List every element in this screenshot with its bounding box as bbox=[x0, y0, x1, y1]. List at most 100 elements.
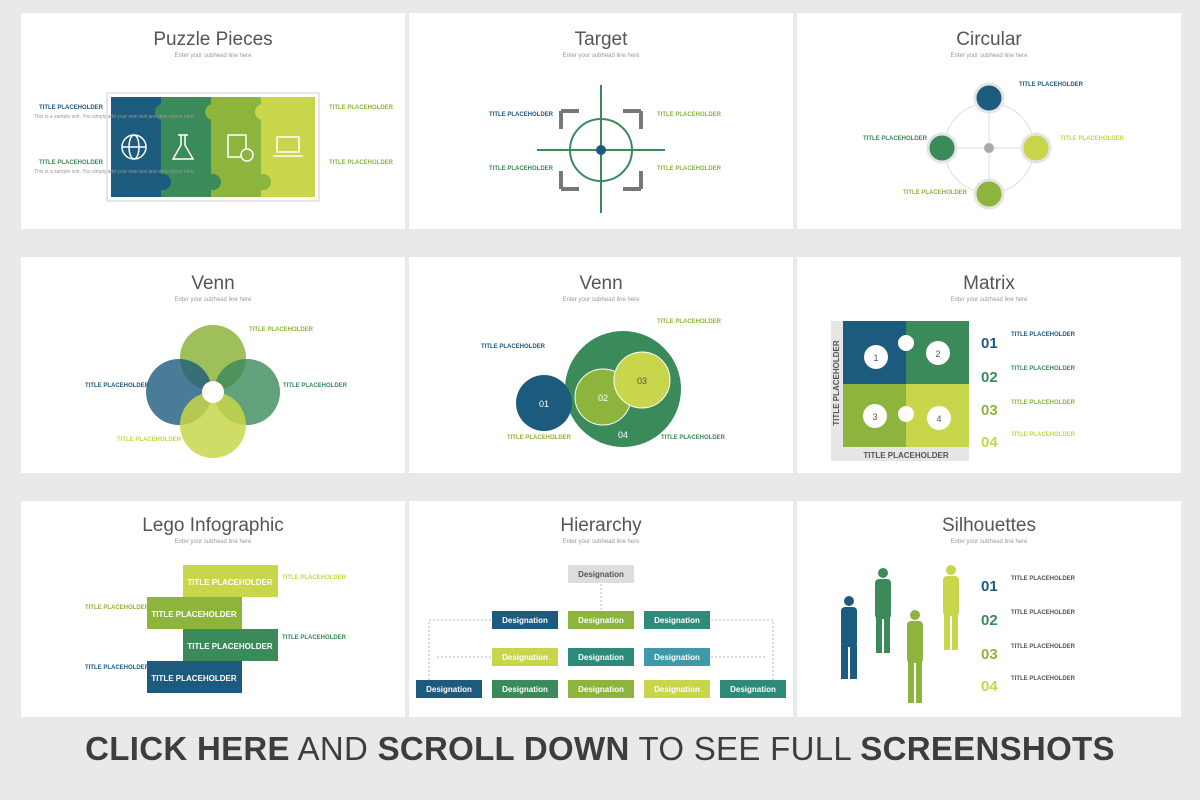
person-silhouette-icon bbox=[875, 568, 891, 653]
title-placeholder: TITLE PLACEHOLDER bbox=[329, 160, 394, 166]
title-placeholder: TITLE PLACEHOLDER bbox=[903, 190, 968, 196]
title-placeholder: TITLE PLACEHOLDER bbox=[863, 136, 928, 142]
title-placeholder: TITLE PLACEHOLDER bbox=[1011, 644, 1076, 650]
title-placeholder: TITLE PLACEHOLDER bbox=[507, 435, 572, 441]
lego-label: TITLE PLACEHOLDER bbox=[151, 610, 237, 619]
slide-target[interactable]: Target Enter your subhead line here TITL… bbox=[409, 13, 793, 229]
svg-text:Designation: Designation bbox=[730, 685, 776, 694]
slide-subhead: Enter your subhead line here bbox=[174, 297, 252, 303]
svg-text:Designation: Designation bbox=[578, 616, 624, 625]
venn-label: 01 bbox=[539, 399, 549, 409]
slide-title: Venn bbox=[191, 273, 234, 294]
designation-label: Designation bbox=[578, 570, 624, 579]
svg-text:Designation: Designation bbox=[654, 685, 700, 694]
svg-text:Designation: Designation bbox=[502, 653, 548, 662]
matrix-number: 02 bbox=[981, 369, 998, 386]
title-placeholder: TITLE PLACEHOLDER bbox=[657, 319, 722, 325]
title-placeholder: TITLE PLACEHOLDER bbox=[85, 665, 150, 671]
slide-venn-2[interactable]: Venn Enter your subhead line here 01 02 … bbox=[409, 257, 793, 473]
slide-subhead: Enter your subhead line here bbox=[174, 539, 252, 545]
cta-banner[interactable]: CLICK HERE AND SCROLL DOWN TO SEE FULL S… bbox=[0, 730, 1200, 768]
title-placeholder: TITLE PLACEHOLDER bbox=[1011, 366, 1076, 372]
slide-title: Matrix bbox=[963, 273, 1015, 294]
matrix-number: 04 bbox=[981, 434, 998, 451]
title-placeholder: TITLE PLACEHOLDER bbox=[661, 435, 726, 441]
body-text: This is a sample text. You simply add yo… bbox=[34, 169, 195, 175]
title-placeholder: TITLE PLACEHOLDER bbox=[282, 575, 347, 581]
slide-silhouettes[interactable]: Silhouettes Enter your subhead line here… bbox=[797, 501, 1181, 717]
person-silhouette-icon bbox=[907, 610, 923, 703]
slide-subhead: Enter your subhead line here bbox=[562, 297, 640, 303]
gears-icon bbox=[926, 132, 958, 164]
title-placeholder: TITLE PLACEHOLDER bbox=[117, 437, 182, 443]
book-check-icon bbox=[227, 134, 254, 162]
matrix-cell: 1 bbox=[873, 353, 878, 363]
lego-label: TITLE PLACEHOLDER bbox=[187, 642, 273, 651]
title-placeholder: TITLE PLACEHOLDER bbox=[1060, 136, 1125, 142]
title-placeholder: TITLE PLACEHOLDER bbox=[39, 105, 104, 111]
slide-hierarchy[interactable]: Hierarchy Enter your subhead line here D… bbox=[409, 501, 793, 717]
title-placeholder: TITLE PLACEHOLDER bbox=[39, 160, 104, 166]
cta-click-here[interactable]: CLICK HERE bbox=[85, 730, 290, 767]
title-placeholder: TITLE PLACEHOLDER bbox=[489, 112, 554, 118]
title-placeholder: TITLE PLACEHOLDER bbox=[85, 605, 150, 611]
person-silhouette-icon bbox=[943, 565, 959, 650]
body-text: This is a sample text. You simply add yo… bbox=[34, 114, 195, 120]
title-placeholder: TITLE PLACEHOLDER bbox=[283, 383, 348, 389]
title-placeholder: TITLE PLACEHOLDER bbox=[657, 112, 722, 118]
cta-screenshots: SCREENSHOTS bbox=[860, 730, 1115, 767]
svg-text:Designation: Designation bbox=[502, 616, 548, 625]
slide-title: Silhouettes bbox=[942, 515, 1036, 536]
matrix-cell: 4 bbox=[936, 414, 941, 424]
lego-label: TITLE PLACEHOLDER bbox=[187, 578, 273, 587]
venn-label: 04 bbox=[618, 430, 628, 440]
svg-text:Designation: Designation bbox=[578, 685, 624, 694]
slide-lego[interactable]: Lego Infographic Enter your subhead line… bbox=[21, 501, 405, 717]
slide-title: Hierarchy bbox=[560, 515, 642, 536]
svg-text:Designation: Designation bbox=[502, 685, 548, 694]
slide-puzzle-pieces[interactable]: Puzzle Pieces Enter your subhead line he… bbox=[21, 13, 405, 229]
slide-circular[interactable]: Circular Enter your subhead line here TI… bbox=[797, 13, 1181, 229]
silhouette-number: 04 bbox=[981, 678, 998, 695]
slide-matrix[interactable]: Matrix Enter your subhead line here 1 2 … bbox=[797, 257, 1181, 473]
axis-label: TITLE PLACEHOLDER bbox=[863, 451, 949, 460]
silhouette-number: 03 bbox=[981, 646, 998, 663]
slide-title: Venn bbox=[579, 273, 622, 294]
person-silhouette-icon bbox=[841, 596, 857, 679]
cta-scroll-down: SCROLL DOWN bbox=[377, 730, 630, 767]
venn-label: 03 bbox=[637, 376, 647, 386]
title-placeholder: TITLE PLACEHOLDER bbox=[1011, 676, 1076, 682]
title-placeholder: TITLE PLACEHOLDER bbox=[85, 383, 150, 389]
title-placeholder: TITLE PLACEHOLDER bbox=[1011, 576, 1076, 582]
slide-title: Lego Infographic bbox=[142, 515, 284, 536]
matrix-cell: 3 bbox=[872, 412, 877, 422]
title-placeholder: TITLE PLACEHOLDER bbox=[329, 105, 394, 111]
flask-icon bbox=[171, 134, 195, 160]
silhouette-number: 01 bbox=[981, 578, 998, 595]
gift-icon bbox=[973, 82, 1005, 114]
link-icon bbox=[973, 178, 1005, 210]
title-placeholder: TITLE PLACEHOLDER bbox=[1019, 82, 1084, 88]
matrix-number: 01 bbox=[981, 335, 998, 352]
svg-text:Designation: Designation bbox=[426, 685, 472, 694]
slide-subhead: Enter your subhead line here bbox=[174, 53, 252, 59]
cta-text: TO SEE FULL bbox=[638, 730, 851, 767]
title-placeholder: TITLE PLACEHOLDER bbox=[657, 166, 722, 172]
matrix-cell: 2 bbox=[935, 349, 940, 359]
bolt-icon bbox=[202, 381, 224, 403]
slide-subhead: Enter your subhead line here bbox=[562, 53, 640, 59]
designation-row-3: Designation Designation Designation Desi… bbox=[416, 680, 786, 698]
title-placeholder: TITLE PLACEHOLDER bbox=[1011, 432, 1076, 438]
slide-subhead: Enter your subhead line here bbox=[562, 539, 640, 545]
title-placeholder: TITLE PLACEHOLDER bbox=[1011, 610, 1076, 616]
title-placeholder: TITLE PLACEHOLDER bbox=[1011, 400, 1076, 406]
axis-label: TITLE PLACEHOLDER bbox=[832, 340, 841, 426]
title-placeholder: TITLE PLACEHOLDER bbox=[249, 327, 314, 333]
globe-icon bbox=[121, 134, 147, 160]
slide-title: Target bbox=[575, 29, 629, 50]
slide-subhead: Enter your subhead line here bbox=[950, 539, 1028, 545]
slide-venn-1[interactable]: Venn Enter your subhead line here TITLE … bbox=[21, 257, 405, 473]
bolt-icon bbox=[1020, 132, 1052, 164]
title-placeholder: TITLE PLACEHOLDER bbox=[489, 166, 554, 172]
laptop-icon bbox=[273, 136, 303, 157]
